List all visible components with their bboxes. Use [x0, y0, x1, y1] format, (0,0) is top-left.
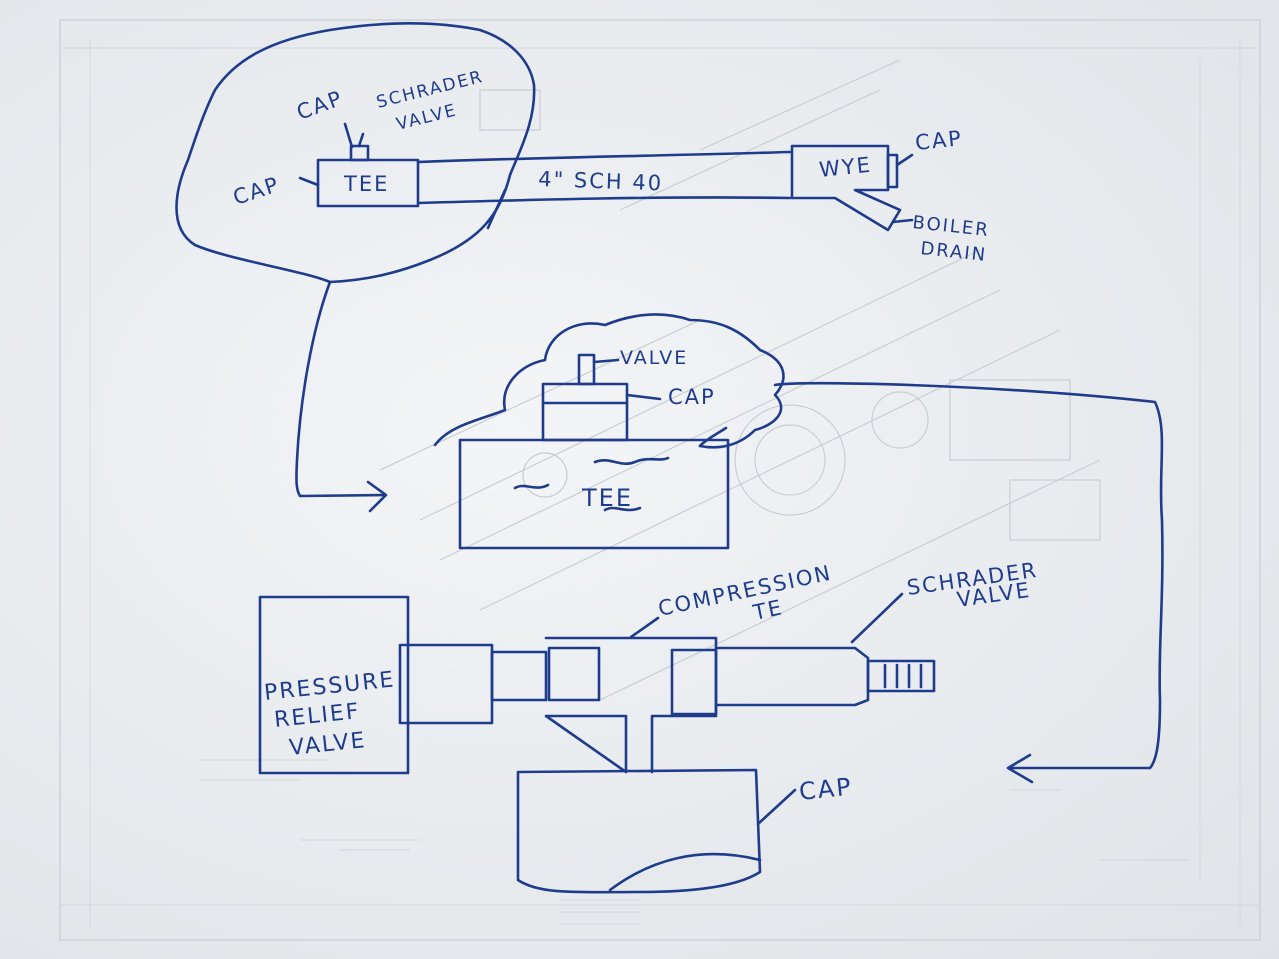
label-prv-line1: PRESSURE: [263, 667, 397, 706]
pipe-leader: [488, 190, 505, 228]
label-boiler-drain-line1: BOILER: [911, 212, 990, 241]
label-wye: WYE: [818, 153, 873, 182]
label-top-cap-left: CAP: [230, 172, 283, 210]
arrow-top-to-detail: [296, 282, 385, 496]
top-assembly: [177, 23, 913, 282]
label-detail-valve: VALVE: [620, 347, 688, 369]
arrow-top-to-detail-head: [368, 482, 386, 511]
detail-valve: [579, 355, 594, 384]
label-prv-line3: VALVE: [288, 728, 368, 761]
label-wye-cap: CAP: [914, 126, 964, 155]
label-top-cap: CAP: [294, 86, 347, 125]
compression-nut-left: [549, 648, 599, 700]
top-cap-leader: [345, 124, 352, 147]
compression-tee-body: [546, 638, 716, 772]
label-compression-line1: COMPRESSION: [656, 561, 834, 621]
label-detail-tee: TEE: [581, 484, 633, 512]
top-cap-left-leader: [300, 178, 318, 185]
top-tee-stub: [351, 146, 368, 160]
schrader-threads: [885, 665, 921, 687]
labels: CAP CAP SCHRADER VALVE TEE 4" SCH 40 WYE…: [230, 67, 1039, 806]
top-cloud: [177, 23, 535, 282]
detail-valve-leader: [594, 360, 618, 362]
label-detail-cap: CAP: [668, 385, 716, 409]
top-valve-stem: [359, 134, 363, 146]
label-boiler-drain-line2: DRAIN: [919, 238, 988, 266]
detail-cap: [543, 384, 627, 440]
detail-squiggle-2: [595, 458, 668, 464]
top-wye-cap: [888, 155, 897, 187]
prv-nipple: [492, 652, 546, 700]
compression-tee-leader: [631, 618, 658, 637]
label-top-tee: TEE: [343, 172, 389, 196]
detail-squiggle-1: [515, 485, 548, 488]
prv-connector: [400, 645, 492, 723]
bottom-cap-leader: [758, 790, 795, 824]
background-print: [60, 20, 1260, 940]
label-compression-line2: TE: [750, 595, 785, 625]
schrader-leader: [852, 594, 902, 642]
boiler-drain-leader: [893, 220, 912, 222]
detail-cloud: [435, 315, 783, 448]
detail-tee-line: [700, 428, 726, 446]
detail-cap-leader: [627, 395, 660, 399]
bottom-cap-curve: [610, 854, 760, 890]
label-pipe: 4" SCH 40: [538, 167, 664, 195]
bottom-cap: [518, 770, 760, 892]
compression-nut-right: [672, 650, 716, 714]
schrader-valve-fitting: [868, 661, 934, 691]
label-bottom-cap: CAP: [798, 773, 854, 806]
label-prv-line2: RELIEF: [273, 699, 362, 733]
detail-tee: [435, 315, 783, 548]
right-pipe: [716, 648, 868, 705]
wye-cap-leader: [897, 155, 912, 165]
